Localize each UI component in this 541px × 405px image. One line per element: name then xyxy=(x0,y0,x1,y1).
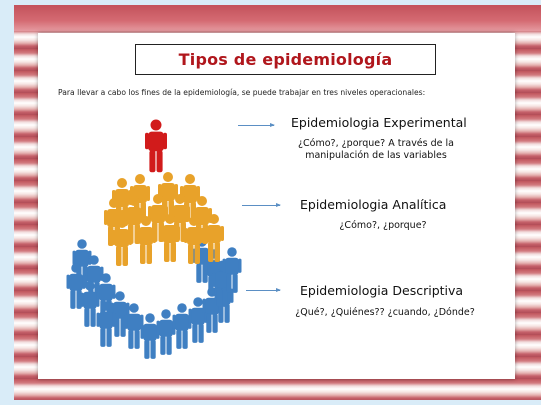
title-box: Tipos de epidemiología xyxy=(135,44,436,75)
intro-text: Para llevar a cabo los fines de la epide… xyxy=(58,88,426,97)
level-analitica-desc: ¿Cómo?, ¿porque? xyxy=(339,220,427,231)
arrow-descriptiva xyxy=(246,288,281,292)
level-experimental-title: Epidemiologia Experimental xyxy=(291,115,467,130)
level-analitica-title: Epidemiologia Analítica xyxy=(300,197,447,212)
top-banner xyxy=(14,5,541,31)
level-descriptiva-desc: ¿Qué?, ¿Quiénes?? ¿cuando, ¿Dónde? xyxy=(295,307,475,318)
arrow-analitica xyxy=(242,203,281,207)
page-title: Tipos de epidemiología xyxy=(178,50,393,69)
people-pyramid-icon xyxy=(66,119,242,359)
level-experimental-desc: ¿Cómo?, ¿porque? A través de la manipula… xyxy=(271,138,481,162)
slide: Tipos de epidemiología Para llevar a cab… xyxy=(38,33,515,379)
apex-person xyxy=(145,119,167,173)
level-descriptiva-title: Epidemiologia Descriptiva xyxy=(300,283,464,298)
level-experimental-desc-line2: manipulación de las variables xyxy=(305,150,447,161)
level-experimental-desc-line1: ¿Cómo?, ¿porque? A través de la xyxy=(298,138,454,149)
arrow-experimental xyxy=(238,123,275,127)
